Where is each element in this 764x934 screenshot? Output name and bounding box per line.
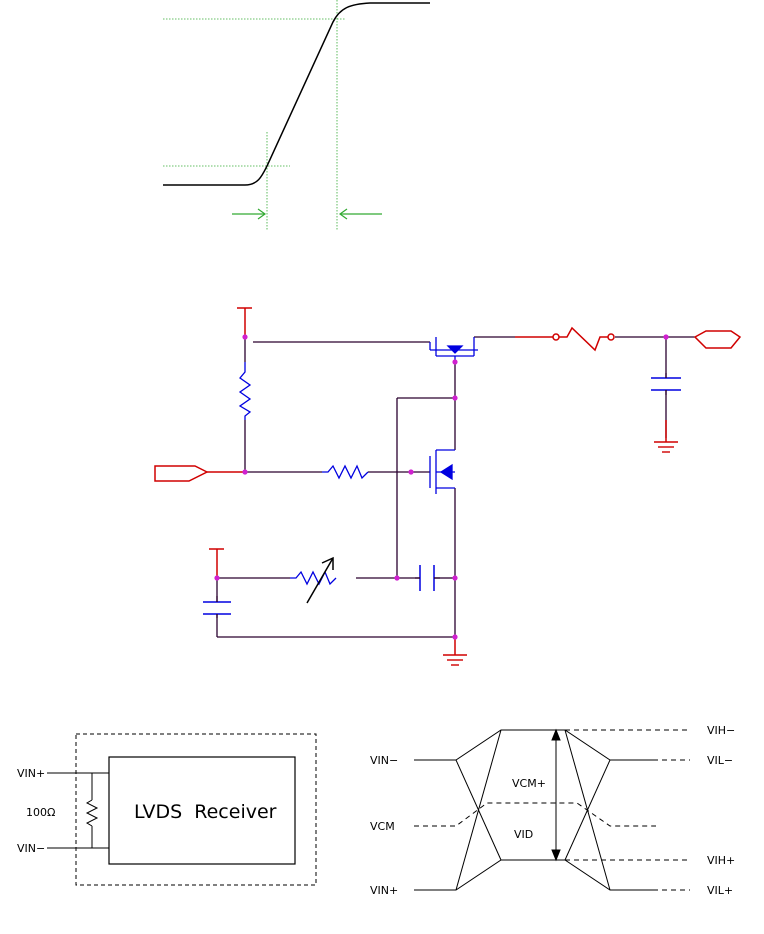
input-connector (154, 465, 209, 482)
rise-time-plot (163, 0, 430, 230)
start-arrow (232, 208, 267, 220)
termination-resistor (85, 799, 99, 827)
output-capacitor (651, 373, 681, 395)
vil-minus-label: VIL− (707, 754, 733, 767)
rising-edge-curve (163, 2, 430, 186)
middle-mosfet (429, 449, 455, 494)
schematic-wires (216, 336, 695, 638)
ground-symbol-right (654, 441, 678, 453)
termination-wiring (47, 772, 109, 849)
decoupling-capacitor (203, 596, 231, 618)
resistor-value-label: 100Ω (26, 806, 55, 819)
package-outline (75, 733, 317, 886)
pullup-resistor (238, 362, 252, 420)
vih-minus-label: VIH− (707, 724, 735, 737)
vih-plus-label: VIH+ (707, 854, 735, 867)
variable-resistor (290, 570, 337, 586)
vcm-plus-label: VCM+ (512, 777, 546, 790)
top-mosfet (429, 337, 478, 362)
vcm-dashed-line (414, 802, 656, 827)
end-arrow (338, 208, 382, 220)
vil-plus-label: VIL+ (707, 884, 733, 897)
junction-nodes (214, 334, 669, 640)
variable-resistor-arrow (306, 556, 334, 604)
pin-vin-plus-label: VIN+ (17, 767, 45, 780)
waveform-traces (414, 729, 653, 891)
schematic (154, 307, 742, 666)
coupling-capacitor (415, 565, 440, 591)
vin-minus-label: VIN− (370, 754, 398, 767)
vid-label: VID (514, 828, 533, 841)
lvds-waveform: VIN− VCM VIN+ VIH− VIL− VIH+ VIL+ VCM+ V… (370, 724, 735, 897)
receiver-box (108, 756, 296, 865)
red-segments (207, 336, 667, 655)
receiver-label: LVDS Receiver (134, 801, 277, 823)
vcm-label: VCM (370, 820, 395, 833)
output-connector (693, 330, 742, 349)
lvds-block: LVDS Receiver VIN+ 100Ω VIN− (17, 733, 317, 886)
supply-symbol-left (209, 548, 224, 578)
ground-symbol-center (443, 654, 467, 666)
pin-vin-minus-label: VIN− (17, 842, 45, 855)
fuse-switch (552, 326, 615, 352)
supply-symbol-top (237, 307, 252, 337)
gate-resistor (322, 464, 369, 480)
level-extensions (565, 729, 690, 891)
vin-plus-label: VIN+ (370, 884, 398, 897)
vid-arrow (551, 728, 561, 862)
